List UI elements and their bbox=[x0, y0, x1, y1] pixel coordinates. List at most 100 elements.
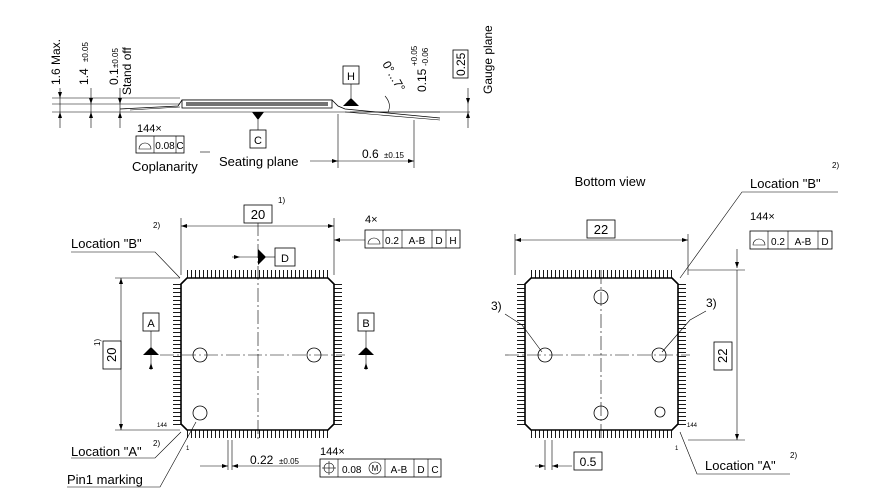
top-view-leads-right bbox=[334, 284, 342, 425]
lead bbox=[255, 270, 256, 278]
lead bbox=[259, 430, 260, 438]
lead bbox=[517, 396, 525, 397]
lead bbox=[173, 400, 181, 401]
lead bbox=[678, 396, 686, 397]
lead bbox=[247, 270, 248, 278]
lead bbox=[678, 360, 686, 361]
lead bbox=[259, 270, 260, 278]
pin1-marking-dot bbox=[192, 405, 208, 421]
lead bbox=[173, 300, 181, 301]
lead bbox=[517, 308, 525, 309]
lead bbox=[334, 328, 342, 329]
lead bbox=[559, 430, 560, 438]
top-view-leads-bottom bbox=[187, 430, 328, 438]
datum-b-label: B bbox=[362, 318, 369, 330]
lead bbox=[187, 430, 188, 438]
lead bbox=[334, 368, 342, 369]
top-pin-1-label: 1 bbox=[186, 446, 190, 452]
gauge-value-box bbox=[452, 49, 469, 79]
lead bbox=[334, 380, 342, 381]
position-datum-3: C bbox=[431, 465, 438, 476]
lead bbox=[619, 270, 620, 278]
lead bbox=[517, 420, 525, 421]
lead bbox=[623, 270, 624, 278]
lead bbox=[334, 412, 342, 413]
lead bbox=[555, 430, 556, 438]
lead bbox=[678, 388, 686, 389]
lead bbox=[595, 270, 596, 278]
lead bbox=[334, 392, 342, 393]
dim-body-thickness: 1.4 bbox=[77, 68, 91, 85]
dim-standoff: 0.1 bbox=[107, 68, 121, 85]
lead bbox=[517, 376, 525, 377]
lead bbox=[187, 270, 188, 278]
profile-surface-icon bbox=[138, 142, 152, 150]
lead bbox=[643, 430, 644, 438]
lead bbox=[315, 270, 316, 278]
lead bbox=[287, 430, 288, 438]
lead bbox=[535, 430, 536, 438]
lead bbox=[334, 340, 342, 341]
lead bbox=[173, 336, 181, 337]
lead bbox=[173, 296, 181, 297]
lead bbox=[173, 348, 181, 349]
lead bbox=[334, 300, 342, 301]
lead bbox=[334, 352, 342, 353]
lead bbox=[531, 270, 532, 278]
bottom-profile-count: 144× bbox=[750, 211, 775, 223]
bottom-view: Bottom view 22 Location "B" 2) 144× 0.2 … bbox=[491, 161, 839, 475]
lead bbox=[678, 412, 686, 413]
position-value: 0.08 bbox=[342, 465, 362, 476]
lead bbox=[635, 270, 636, 278]
lead bbox=[517, 332, 525, 333]
lead bbox=[539, 430, 540, 438]
lead bbox=[591, 270, 592, 278]
lead bbox=[678, 384, 686, 385]
span-dim-box bbox=[586, 219, 616, 239]
lead bbox=[267, 270, 268, 278]
lead bbox=[334, 332, 342, 333]
datum-d-label: D bbox=[281, 253, 289, 265]
seating-plane-label: Seating plane bbox=[219, 154, 299, 169]
lead bbox=[678, 372, 686, 373]
lead bbox=[311, 270, 312, 278]
lead bbox=[517, 348, 525, 349]
lead bbox=[211, 270, 212, 278]
bottom-profile-value: 0.2 bbox=[771, 237, 785, 248]
lead bbox=[195, 430, 196, 438]
lead bbox=[678, 320, 686, 321]
bottom-mark-bottom bbox=[593, 405, 609, 421]
lead bbox=[667, 270, 668, 278]
lead bbox=[567, 270, 568, 278]
lead bbox=[563, 430, 564, 438]
bottom-location-b-label: Location "B" bbox=[750, 176, 821, 191]
lead-width-value: 0.22 bbox=[250, 453, 274, 467]
gauge-plane-label: Gauge plane bbox=[481, 25, 495, 94]
lead bbox=[655, 270, 656, 278]
lead bbox=[207, 270, 208, 278]
lead bbox=[334, 304, 342, 305]
lead bbox=[517, 340, 525, 341]
position-datum-2: D bbox=[417, 465, 424, 476]
lead bbox=[291, 430, 292, 438]
bottom-view-leads-bottom bbox=[531, 430, 672, 438]
lead bbox=[635, 430, 636, 438]
lead bbox=[334, 372, 342, 373]
bottom-side-dim-box bbox=[713, 341, 733, 371]
lead bbox=[243, 270, 244, 278]
lead bbox=[517, 320, 525, 321]
lead bbox=[651, 270, 652, 278]
lead bbox=[275, 270, 276, 278]
lead bbox=[517, 360, 525, 361]
lead bbox=[173, 376, 181, 377]
lead bbox=[219, 430, 220, 438]
lead bbox=[334, 420, 342, 421]
bottom-profile-frame bbox=[749, 230, 833, 250]
lead bbox=[223, 430, 224, 438]
lead bbox=[287, 270, 288, 278]
lead bbox=[263, 430, 264, 438]
lead bbox=[678, 332, 686, 333]
top-view-leads-left bbox=[173, 284, 181, 425]
lead bbox=[283, 430, 284, 438]
lead bbox=[671, 430, 672, 438]
